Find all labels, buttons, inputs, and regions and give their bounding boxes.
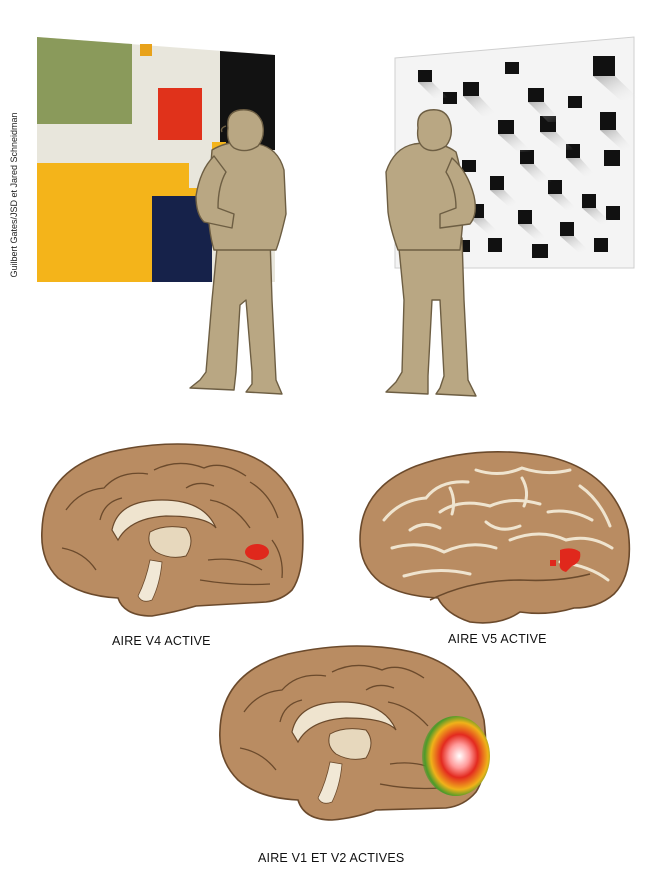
brain-v1-v2 <box>220 646 490 820</box>
brain-v4 <box>42 444 303 616</box>
brain-v5 <box>360 452 629 623</box>
area-v4-highlight <box>245 544 269 560</box>
caption-v4: AIRE V4 ACTIVE <box>112 634 211 648</box>
area-v1-v2-highlight <box>422 716 490 796</box>
caption-v5: AIRE V5 ACTIVE <box>448 632 547 646</box>
caption-v1-v2: AIRE V1 ET V2 ACTIVES <box>258 851 404 865</box>
